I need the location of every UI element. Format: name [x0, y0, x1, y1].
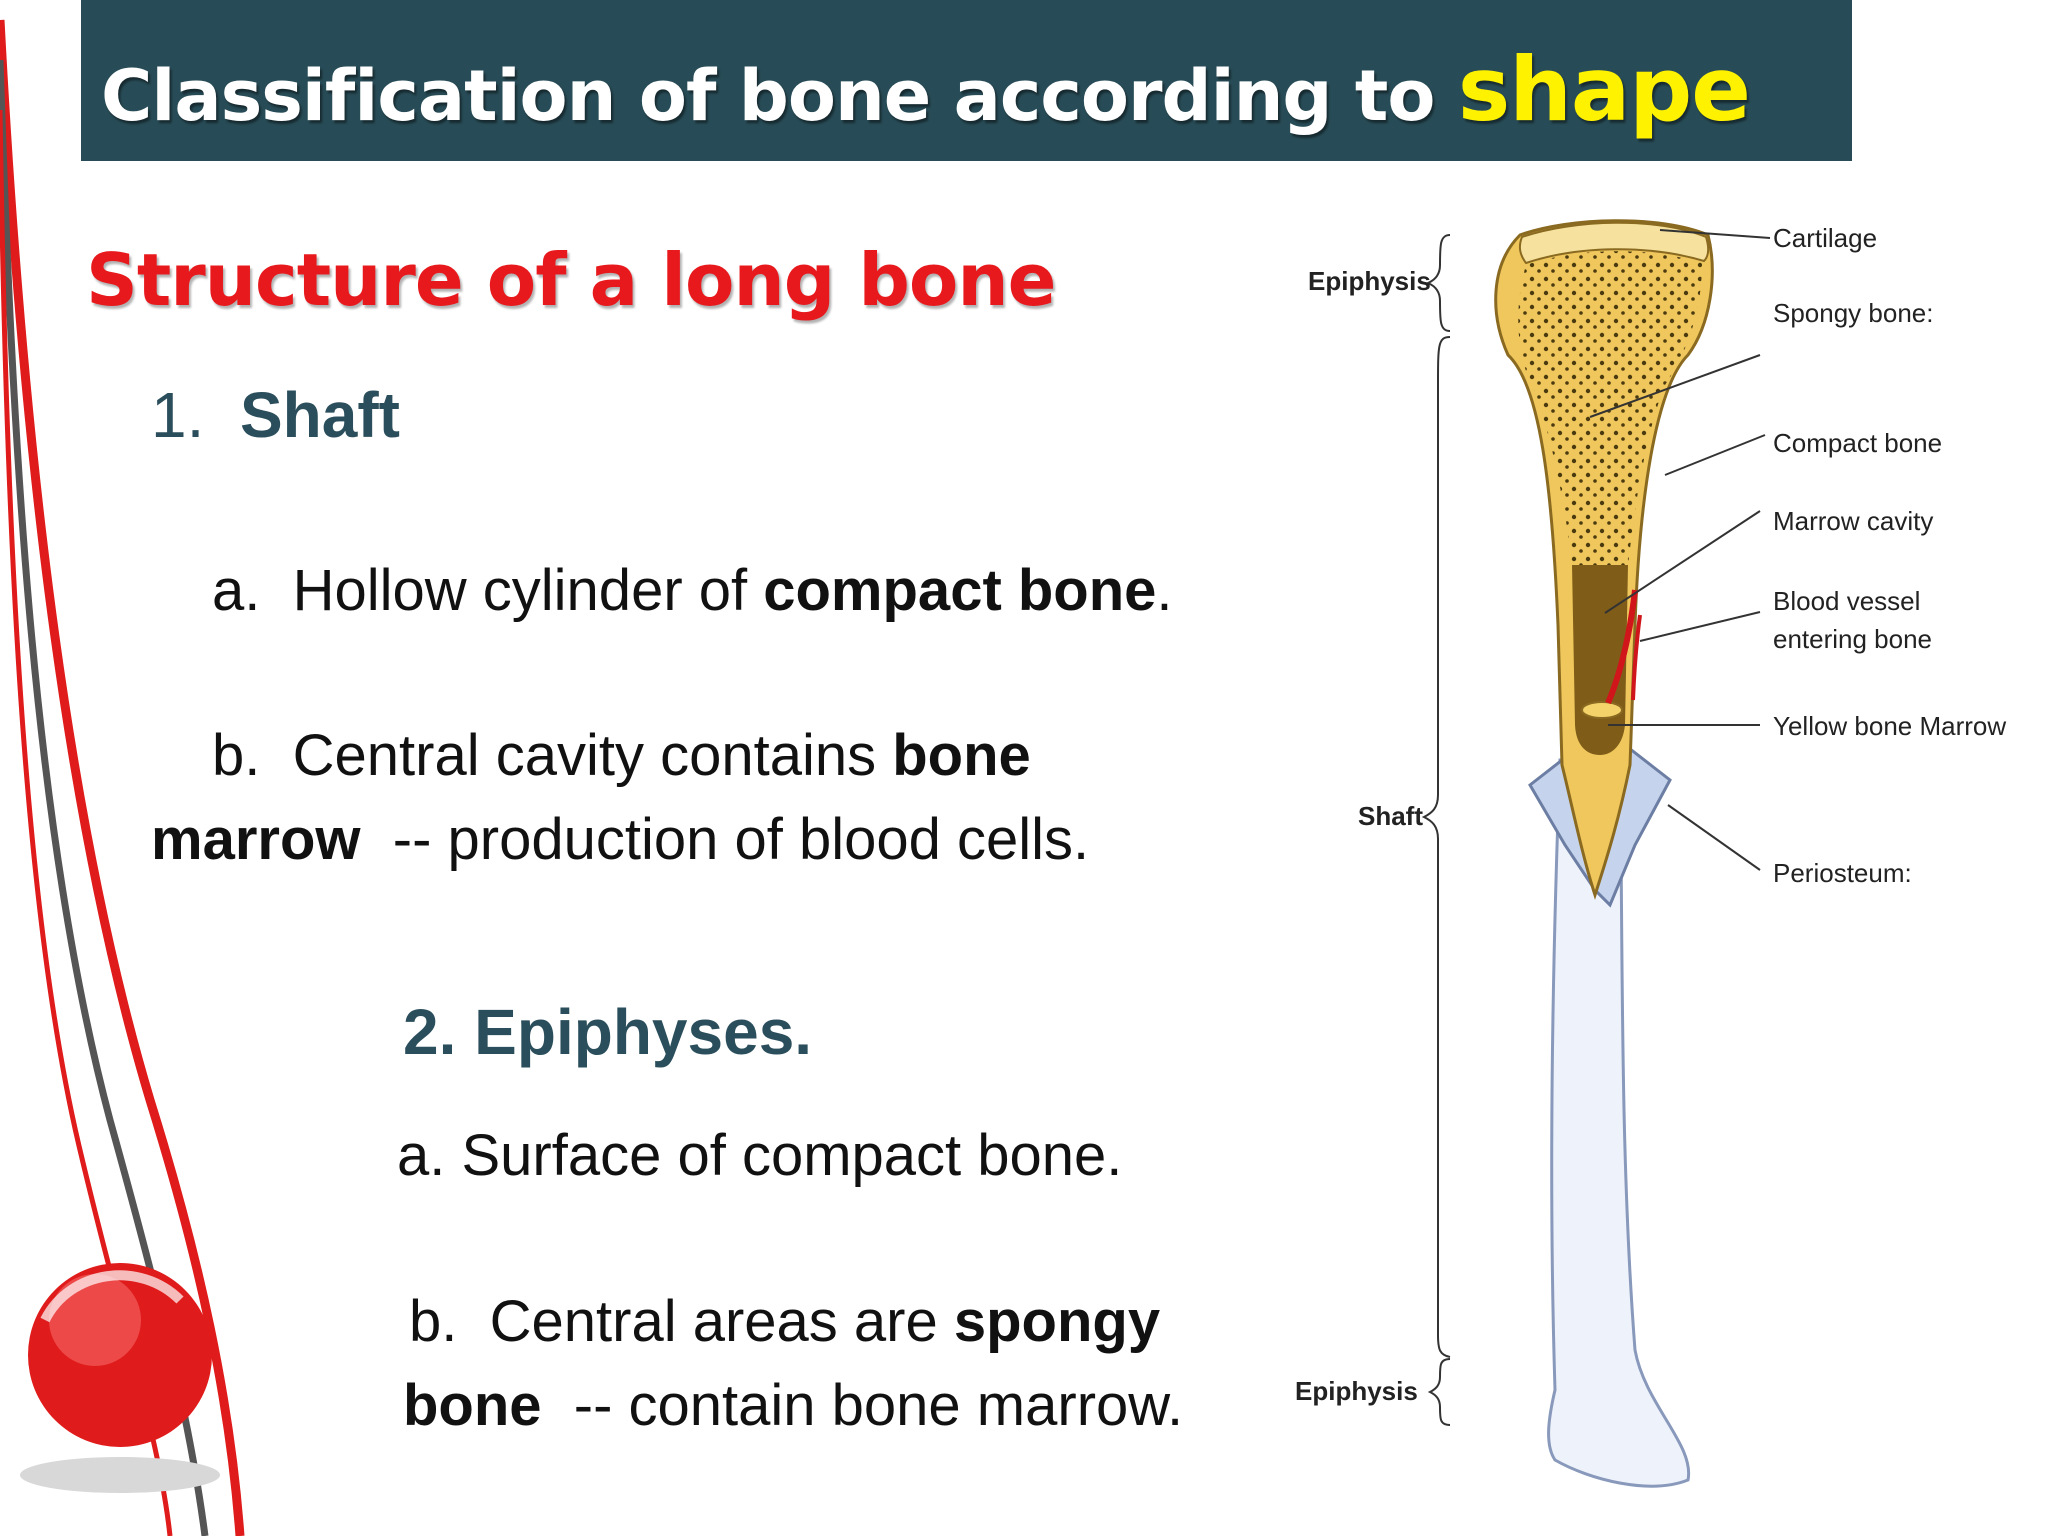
item-prefix: b.: [409, 1289, 458, 1354]
leader-lines: [1589, 229, 1771, 871]
shaft-brace: [1421, 336, 1451, 1358]
item-text: Central cavity contains: [292, 723, 877, 788]
item-end: .: [1156, 558, 1173, 623]
item-prefix: b.: [212, 723, 261, 788]
title-highlight: shape: [1457, 38, 1751, 141]
label-epiphysis-top: Epiphysis: [1308, 266, 1431, 296]
bone-shaft-lower: [1547, 758, 1691, 1488]
item-bold: bone: [892, 723, 1031, 788]
spongy-region: [1518, 251, 1702, 566]
label-periosteum: Periosteum:: [1773, 858, 1912, 888]
item-bold: marrow: [151, 807, 361, 872]
item-bold: compact bone: [763, 558, 1157, 623]
epiphyses-heading: 2. Epiphyses.: [403, 996, 813, 1068]
yellow-marrow-top: [1581, 701, 1623, 719]
cartilage-cap: [1518, 221, 1710, 265]
shaft-item-b-line2: marrow -- production of blood cells.: [151, 806, 1089, 873]
title-bar: [81, 0, 1852, 161]
label-blood-vessel-2: entering bone: [1773, 624, 1932, 654]
section-subtitle: Structure of a long bone: [86, 238, 1056, 322]
item-bold: spongy: [953, 1289, 1161, 1354]
shaft-item-a: a. Hollow cylinder of compact bone.: [212, 557, 1173, 624]
label-yellow-marrow: Yellow bone Marrow: [1773, 711, 2006, 741]
label-marrow-cavity: Marrow cavity: [1773, 506, 1933, 536]
epiphyses-item-b-line1: b. Central areas are spongy: [409, 1288, 1160, 1355]
epiphyses-item-a: a. Surface of compact bone.: [397, 1123, 1123, 1188]
shaft-number: 1.: [151, 379, 205, 451]
label-shaft: Shaft: [1358, 801, 1423, 831]
label-spongy-bone: Spongy bone:: [1773, 298, 1933, 328]
shaft-heading-text: Shaft: [239, 379, 400, 451]
item-text: -- production of blood cells.: [392, 807, 1090, 872]
title-main: Classification of bone according to: [101, 55, 1435, 137]
epiphyses-item-b-line2: bone -- contain bone marrow.: [403, 1372, 1183, 1439]
shaft-item-b-line1: b. Central cavity contains bone: [212, 722, 1031, 789]
item-text: Hollow cylinder of: [292, 558, 748, 623]
item-text: -- contain bone marrow.: [573, 1373, 1184, 1438]
blood-vessel: [1605, 589, 1638, 705]
label-blood-vessel-1: Blood vessel: [1773, 586, 1920, 616]
label-epiphysis-bottom: Epiphysis: [1295, 1376, 1418, 1406]
long-bone-diagram: Epiphysis Shaft Epiphysis Cartilage Spon…: [1295, 219, 2006, 1488]
decorative-swoosh: [0, 19, 245, 1536]
item-prefix: a.: [212, 558, 261, 623]
red-sphere-ornament: [20, 1263, 220, 1493]
epiphysis-bottom-brace: [1427, 1358, 1451, 1426]
epiphysis-top-brace: [1425, 234, 1451, 332]
label-cartilage: Cartilage: [1773, 223, 1877, 253]
shaft-heading: 1. Shaft: [151, 378, 400, 452]
item-bold: bone: [403, 1373, 542, 1438]
label-compact-bone: Compact bone: [1773, 428, 1942, 458]
slide-title: Classification of bone according to shap…: [101, 38, 1751, 141]
item-text: Central areas are: [489, 1289, 938, 1354]
